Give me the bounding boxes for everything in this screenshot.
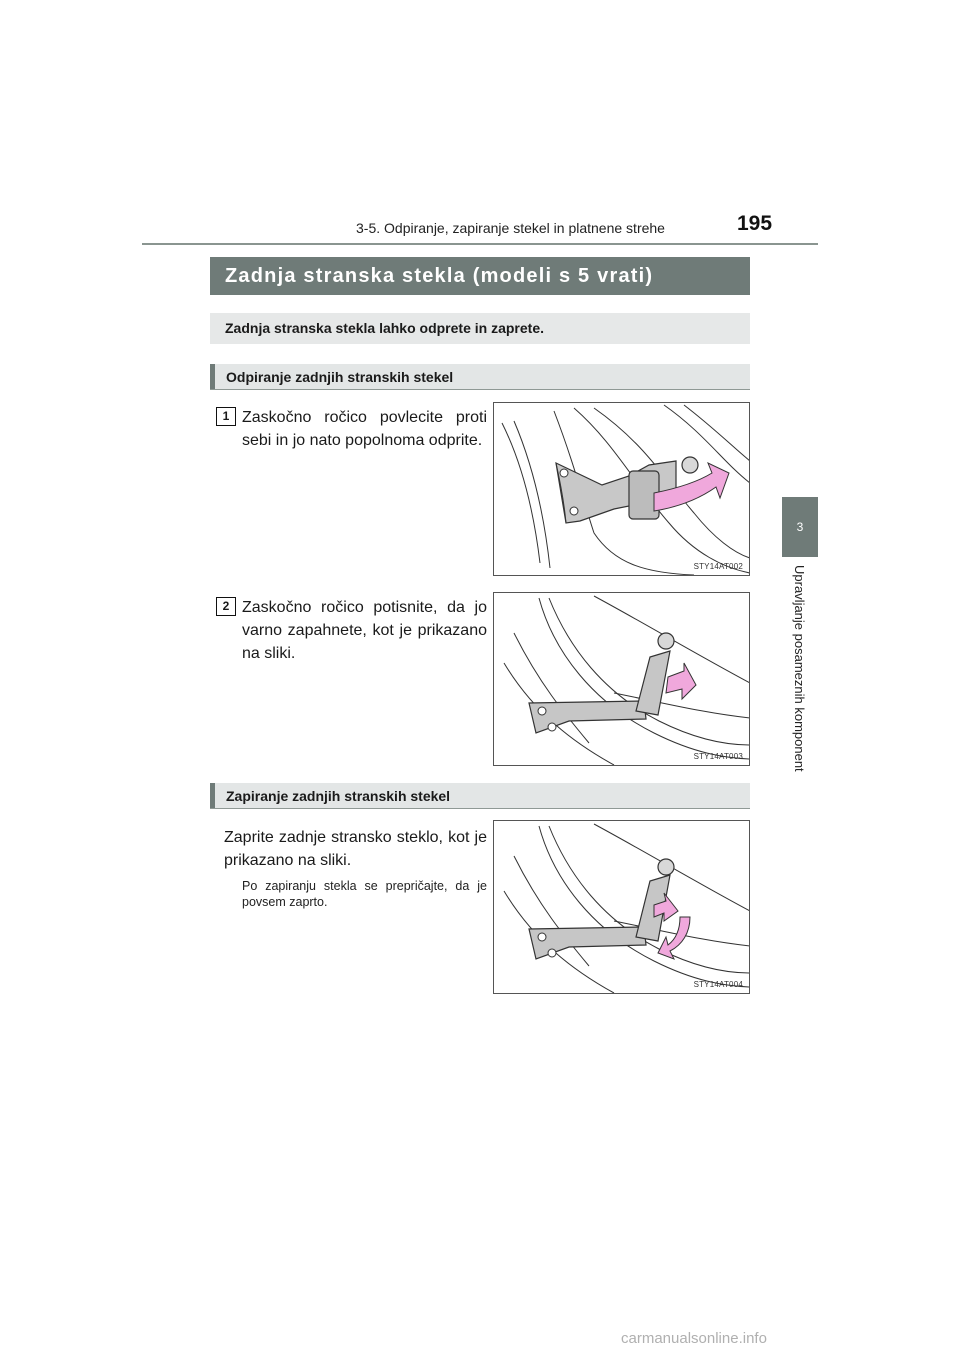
figure-code-3: STY14AT004 xyxy=(693,980,743,989)
header-chapter-title: 3-5. Odpiranje, zapiranje stekel in plat… xyxy=(356,220,665,236)
step-1-number: 1 xyxy=(216,407,236,426)
closing-text: Zaprite zadnje stransko steklo, kot je p… xyxy=(224,829,487,869)
figure-close-window: STY14AT004 xyxy=(493,820,750,994)
page-number: 195 xyxy=(737,212,773,235)
opening-heading: Odpiranje zadnjih stranskih stekel xyxy=(210,364,750,390)
step-2-text: Zaskočno ročico potisnite, da jo varno z… xyxy=(242,599,487,662)
figure-code-2: STY14AT003 xyxy=(693,752,743,761)
step-1-text: Zaskočno ročico povlecite proti sebi in … xyxy=(242,409,487,449)
section-intro: Zadnja stranska stekla lahko odprete in … xyxy=(210,313,750,344)
watermark: carmanualsonline.info xyxy=(621,1330,767,1347)
header-divider xyxy=(142,243,818,245)
latch-open-illustration xyxy=(501,404,749,575)
step-2-number: 2 xyxy=(216,597,236,616)
figure-open-latch: STY14AT002 xyxy=(493,402,750,576)
opening-heading-text: Odpiranje zadnjih stranskih stekel xyxy=(226,369,454,385)
chapter-side-label: Upravljanje posameznih komponent xyxy=(787,565,813,805)
chapter-side-label-text: Upravljanje posameznih komponent xyxy=(792,565,807,772)
window-close-illustration xyxy=(503,823,749,993)
figure-code-1: STY14AT002 xyxy=(693,562,743,571)
latch-lock-illustration xyxy=(503,595,749,765)
figure-lock-latch: STY14AT003 xyxy=(493,592,750,766)
closing-heading-text: Zapiranje zadnjih stranskih stekel xyxy=(226,788,451,804)
closing-heading: Zapiranje zadnjih stranskih stekel xyxy=(210,783,750,809)
section-title: Zadnja stranska stekla (modeli s 5 vrati… xyxy=(210,257,750,295)
chapter-tab-number: 3 xyxy=(796,520,804,534)
chapter-tab: 3 xyxy=(782,497,818,557)
closing-note: Po zapiranju stekla se prepričajte, da j… xyxy=(242,879,487,909)
